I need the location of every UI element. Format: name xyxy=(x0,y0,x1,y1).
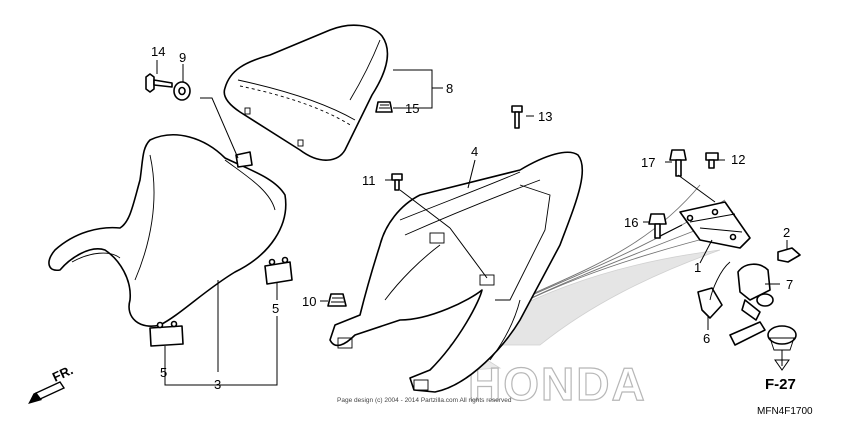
reference-f27[interactable]: F-27 xyxy=(765,376,796,393)
callout-16: 16 xyxy=(624,215,638,230)
washer-9 xyxy=(173,81,191,101)
honda-watermark: HONDA xyxy=(468,358,647,410)
callout-2: 2 xyxy=(783,225,790,240)
bolt-17 xyxy=(669,149,687,177)
rear-cowl xyxy=(329,151,584,393)
lock-cap xyxy=(767,325,797,351)
callout-4: 4 xyxy=(471,144,478,159)
callout-1: 1 xyxy=(694,260,701,275)
clip-2 xyxy=(777,247,801,263)
bolt-12 xyxy=(705,152,719,169)
bolt-16 xyxy=(648,213,667,239)
rider-seat xyxy=(48,134,287,327)
screw-13 xyxy=(511,105,523,129)
seat-rubber-upper xyxy=(264,256,293,285)
front-direction-arrow xyxy=(28,381,66,404)
front-direction-label: FR. xyxy=(50,362,75,384)
callout-5-lower: 5 xyxy=(160,365,167,380)
callout-12: 12 xyxy=(731,152,745,167)
callout-7: 7 xyxy=(786,277,793,292)
seat-lock-cable-6 xyxy=(697,261,731,319)
callout-15: 15 xyxy=(405,101,419,116)
bolt-14 xyxy=(145,73,173,93)
callout-3: 3 xyxy=(214,377,221,392)
copyright-text: Page design (c) 2004 - 2014 Partzilla.co… xyxy=(337,397,512,404)
seat-cowl xyxy=(223,24,389,161)
screw-11 xyxy=(391,173,403,191)
grommet-10 xyxy=(327,293,347,307)
leader-lines xyxy=(156,60,790,386)
callout-10: 10 xyxy=(302,294,316,309)
seat-rubber-lower xyxy=(149,320,184,347)
key-cylinder-7 xyxy=(729,263,774,346)
callout-11: 11 xyxy=(362,173,376,188)
callout-17: 17 xyxy=(641,155,655,170)
diagram-code: MFN4F1700 xyxy=(757,406,813,417)
callout-13: 13 xyxy=(538,109,552,124)
grommet-15 xyxy=(375,101,393,113)
callout-6: 6 xyxy=(703,331,710,346)
seat-lock-bracket xyxy=(679,201,751,249)
callout-5-upper: 5 xyxy=(272,301,279,316)
callout-9: 9 xyxy=(179,50,186,65)
callout-8: 8 xyxy=(446,81,453,96)
callout-14: 14 xyxy=(151,44,165,59)
